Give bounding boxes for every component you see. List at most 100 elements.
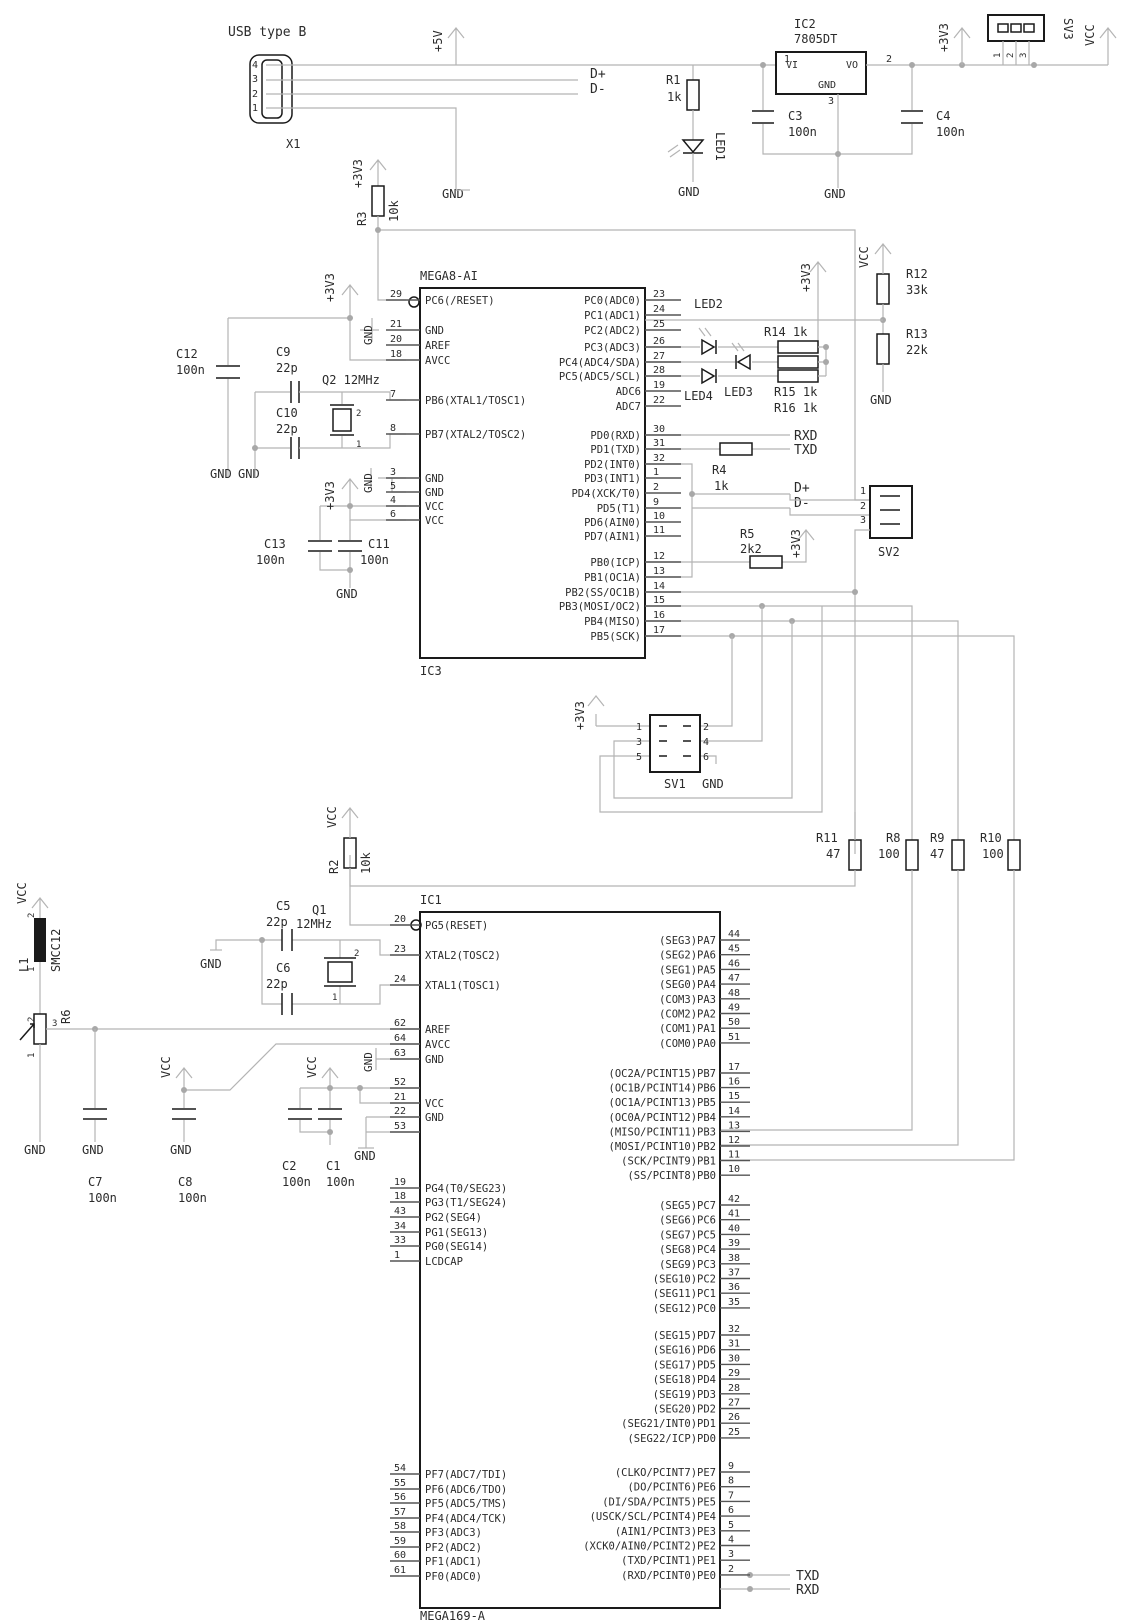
ic1-pin-label: (SEG17)PD5 [653, 1359, 716, 1371]
ic1-pin-label: GND [425, 1112, 444, 1124]
ic1-pin-number: 41 [728, 1209, 740, 1220]
ic1-pin-number: 15 [728, 1091, 740, 1102]
r4-body [719, 442, 753, 456]
ic1-pin-number: 59 [394, 1536, 406, 1547]
rxd-label-ic1: RXD [796, 1583, 820, 1598]
ic3-pin-number: 30 [653, 424, 665, 435]
l1-body [34, 918, 46, 962]
ic1-pin-label: (AIN1/PCINT3)PE3 [615, 1526, 716, 1538]
ic1-pin-number: 40 [728, 1223, 740, 1234]
led1-gnd: GND [678, 185, 700, 199]
ic2-vo: VO [846, 60, 858, 71]
ic1-pin-label: PF4(ADC4/TCK) [425, 1513, 507, 1525]
ic1-pin-label: (SEG9)PC3 [659, 1259, 716, 1271]
dminus-label-ic3: D- [794, 496, 810, 511]
ic1-pin-number: 47 [728, 973, 740, 984]
ic1-pin-label: (SCK/PCINT9)PB1 [621, 1156, 716, 1168]
sv2-pin1: 1 [860, 486, 866, 497]
c5-value: 22p [266, 915, 288, 929]
c9-10-gnd: GND [238, 467, 260, 481]
ic-pin-layer: 29PC6(/RESET)21GND20AREF18AVCC7PB6(XTAL1… [386, 289, 750, 1583]
ic3-gnd-3-5: GND [362, 473, 375, 493]
sv3-name: SV3 [1061, 18, 1075, 40]
usb-pin-4: 4 [252, 60, 258, 71]
ic1-pin-number: 21 [394, 1092, 406, 1103]
l1-pin2: 2 [27, 913, 37, 918]
dplus-label-ic3: D+ [794, 481, 810, 496]
ic3-name: IC3 [420, 664, 442, 678]
ic3-pin-label: PC3(ADC3) [584, 342, 641, 354]
ic1-pin-label: (SEG12)PC0 [653, 1303, 716, 1315]
ic3-pin-number: 15 [653, 595, 665, 606]
ic3-pin-label: VCC [425, 501, 444, 513]
svg-text:2: 2 [356, 409, 361, 419]
ic1-pin-number: 26 [728, 1412, 740, 1423]
c13-value: 100n [256, 553, 285, 567]
r13-name: R13 [906, 327, 928, 341]
r6-pin1: 1 [27, 1053, 37, 1058]
sv1-gnd: GND [702, 777, 724, 791]
ic1-pin-label: VCC [425, 1098, 444, 1110]
r2-value: 10k [359, 852, 373, 874]
r2-vcc-label: VCC [325, 806, 339, 828]
ic1-pin-number: 58 [394, 1521, 406, 1532]
ic1-pin-label: (SEG15)PD7 [653, 1330, 716, 1342]
ic1-pin-label: (OC1A/PCINT13)PB5 [609, 1097, 716, 1109]
q1-value: 12MHz [296, 917, 332, 931]
ic1-pin-label: XTAL2(TOSC2) [425, 950, 501, 962]
ic1-pin-number: 2 [728, 1564, 734, 1575]
ic3-3v3-vcc: +3V3 [323, 481, 337, 510]
ic2-gnd: GND [818, 80, 836, 91]
c11-name: C11 [368, 537, 390, 551]
ic3-pin-label: PD4(XCK/T0) [571, 488, 641, 500]
sv2-pin3: 3 [860, 515, 866, 526]
r10-name: R10 [980, 831, 1002, 845]
ic3-pin-label: PC1(ADC1) [584, 310, 641, 322]
ic1-pin-number: 35 [728, 1297, 740, 1308]
ic1-pin-number: 38 [728, 1253, 740, 1264]
ic1-pin-number: 29 [728, 1368, 740, 1379]
c9-value: 22p [276, 361, 298, 375]
ic3-pin-label: PD0(RXD) [590, 430, 641, 442]
ic3-pin-label: PD5(T1) [597, 503, 641, 515]
ic1-pin-number: 8 [728, 1476, 734, 1487]
ic1-pin-number: 24 [394, 974, 406, 985]
ic1-pin-number: 46 [728, 958, 740, 969]
c8-vcc-label: VCC [159, 1056, 173, 1078]
r9-body [951, 839, 965, 871]
ic1-pin-label: (SEG2)PA6 [659, 950, 716, 962]
l1-name: L1 [17, 958, 31, 972]
l1-pin1: 1 [27, 967, 37, 972]
ic2-gnd-label: GND [824, 187, 846, 201]
ic3-pin-label: PD1(TXD) [590, 444, 641, 456]
ic3-pin-label: PC4(ADC4/SDA) [559, 357, 641, 369]
ic3-pin-number: 2 [653, 482, 659, 493]
r13-value: 22k [906, 343, 928, 357]
ic1-pin-label: PF3(ADC3) [425, 1527, 482, 1539]
sv1-body [649, 714, 701, 773]
r3-body [371, 185, 385, 217]
ic1-pin-number: 44 [728, 929, 740, 940]
c9-name: C9 [276, 345, 290, 359]
ic1-pin-label: (OC1B/PCINT14)PB6 [609, 1083, 716, 1095]
c8-name: C8 [178, 1175, 192, 1189]
usb-pin-1: 1 [252, 103, 258, 114]
ic3-pin-label: PB1(OC1A) [584, 572, 641, 584]
ic3-pin-number: 32 [653, 453, 665, 464]
l1-value: SMCC12 [49, 929, 63, 972]
r1-body [686, 79, 700, 111]
ic3-pin-number: 27 [653, 351, 665, 362]
txd-label-ic1: TXD [796, 1569, 820, 1584]
ic3-pin-number: 26 [653, 336, 665, 347]
ic3-pin-number: 8 [390, 423, 396, 434]
led1-name: LED1 [713, 132, 727, 161]
ic1-pin-number: 55 [394, 1478, 406, 1489]
r15-body [777, 355, 819, 369]
ic1-pin-number: 51 [728, 1032, 740, 1043]
r5-value: 2k2 [740, 542, 762, 556]
sv2-body [869, 485, 913, 539]
ic1-gnd-63: GND [362, 1052, 375, 1072]
ic1-pin-number: 50 [728, 1017, 740, 1028]
ic1-pin-label: (TXD/PCINT1)PE1 [621, 1555, 716, 1567]
ic1-pin-number: 32 [728, 1324, 740, 1335]
